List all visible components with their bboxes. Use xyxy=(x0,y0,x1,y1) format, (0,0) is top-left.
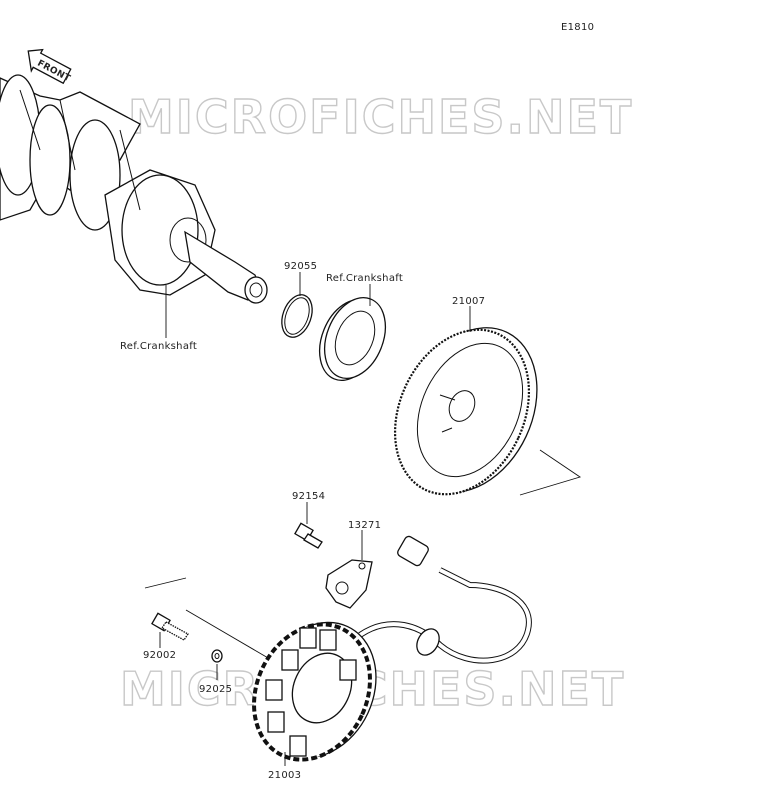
part-92002-bolt xyxy=(151,612,189,641)
part-13271-plate xyxy=(325,559,373,609)
label-21003: 21003 xyxy=(268,770,301,781)
crankshaft-part xyxy=(0,74,268,304)
diagram-code: E1810 xyxy=(561,22,594,33)
label-13271: 13271 xyxy=(348,520,381,531)
label-92154: 92154 xyxy=(292,491,325,502)
watermark-top: MICROFICHES.NET xyxy=(128,90,633,144)
part-21007-flywheel xyxy=(393,327,538,496)
part-92154-bolt xyxy=(294,522,323,549)
part-92025-washer xyxy=(211,649,223,663)
label-ref-crankshaft-1: Ref.Crankshaft xyxy=(120,341,197,352)
wire-harness-part xyxy=(358,535,532,664)
leader-21007 xyxy=(469,306,582,496)
oil-seal-part xyxy=(318,297,387,381)
label-21007: 21007 xyxy=(452,296,485,307)
label-92055: 92055 xyxy=(284,261,317,272)
label-ref-crankshaft-2: Ref.Crankshaft xyxy=(326,273,403,284)
part-92055-oring xyxy=(281,294,313,338)
part-21003-stator xyxy=(252,621,377,762)
label-92025: 92025 xyxy=(199,684,232,695)
assembly-guide-line xyxy=(144,577,276,663)
label-92002: 92002 xyxy=(143,650,176,661)
